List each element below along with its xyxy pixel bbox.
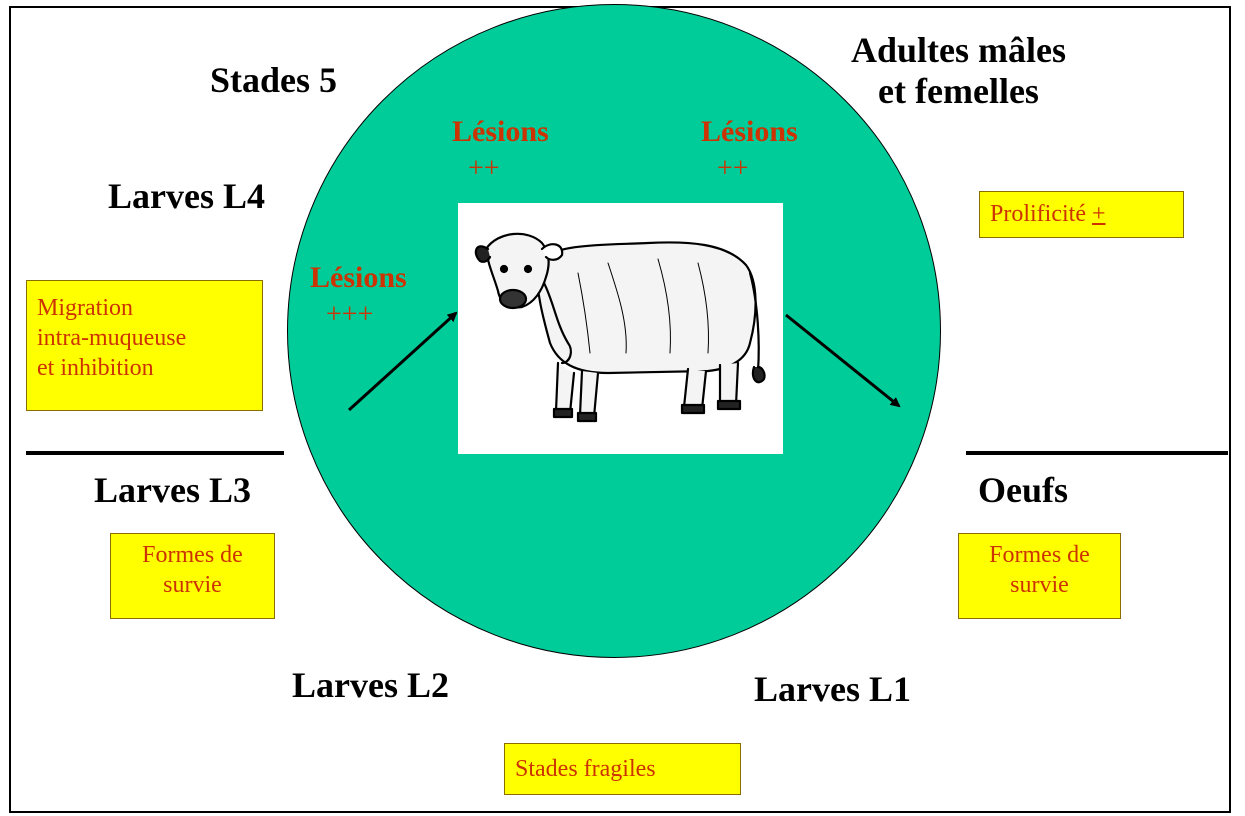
lesion-level: ++ xyxy=(717,153,749,184)
survie-right-line2: survie xyxy=(1010,572,1069,598)
label-oeufs: Oeufs xyxy=(978,470,1068,510)
cow-icon xyxy=(474,232,766,423)
box-stades-fragiles: Stades fragiles xyxy=(504,743,741,795)
box-migration: Migration intra-muqueuse et inhibition xyxy=(26,280,263,411)
lesion-title: Lésions xyxy=(701,115,798,148)
label-larves-l1: Larves L1 xyxy=(754,669,911,709)
box-formes-survie-right: Formes de survie xyxy=(958,533,1121,619)
prolificite-text: Prolificité xyxy=(990,201,1092,227)
box-prolificite: Prolificité + xyxy=(979,191,1184,238)
right-divider-line xyxy=(966,451,1228,455)
label-adultes-line2: et femelles xyxy=(878,71,1039,112)
label-larves-l4: Larves L4 xyxy=(108,176,265,216)
survie-left-line2: survie xyxy=(163,572,222,598)
plus-minus-symbol: + xyxy=(1091,201,1106,227)
migration-line2: intra-muqueuse xyxy=(37,325,187,351)
lesion-title: Lésions xyxy=(310,261,407,294)
label-larves-l3: Larves L3 xyxy=(94,470,251,510)
migration-line1: Migration xyxy=(37,295,133,321)
label-adultes: Adultes mâles et femelles xyxy=(851,30,1066,113)
survie-right-line1: Formes de xyxy=(989,542,1090,568)
lesion-title: Lésions xyxy=(452,115,549,148)
lesion-left: Lésions +++ xyxy=(310,258,407,333)
arrow-down-right-icon xyxy=(785,313,901,408)
lesion-top-right: Lésions ++ xyxy=(701,112,798,187)
cow-image-panel xyxy=(458,203,783,454)
label-adultes-line1: Adultes mâles xyxy=(851,30,1066,70)
migration-line3: et inhibition xyxy=(37,355,154,381)
box-formes-survie-left: Formes de survie xyxy=(110,533,275,619)
left-divider-line xyxy=(26,451,284,455)
label-stades-5: Stades 5 xyxy=(210,60,338,100)
lesion-level: +++ xyxy=(326,299,374,330)
survie-left-line1: Formes de xyxy=(142,542,243,568)
arrow-up-right-icon xyxy=(347,311,458,412)
label-larves-l2: Larves L2 xyxy=(292,665,449,705)
lesion-top-left: Lésions ++ xyxy=(452,112,549,187)
lesion-level: ++ xyxy=(468,153,500,184)
